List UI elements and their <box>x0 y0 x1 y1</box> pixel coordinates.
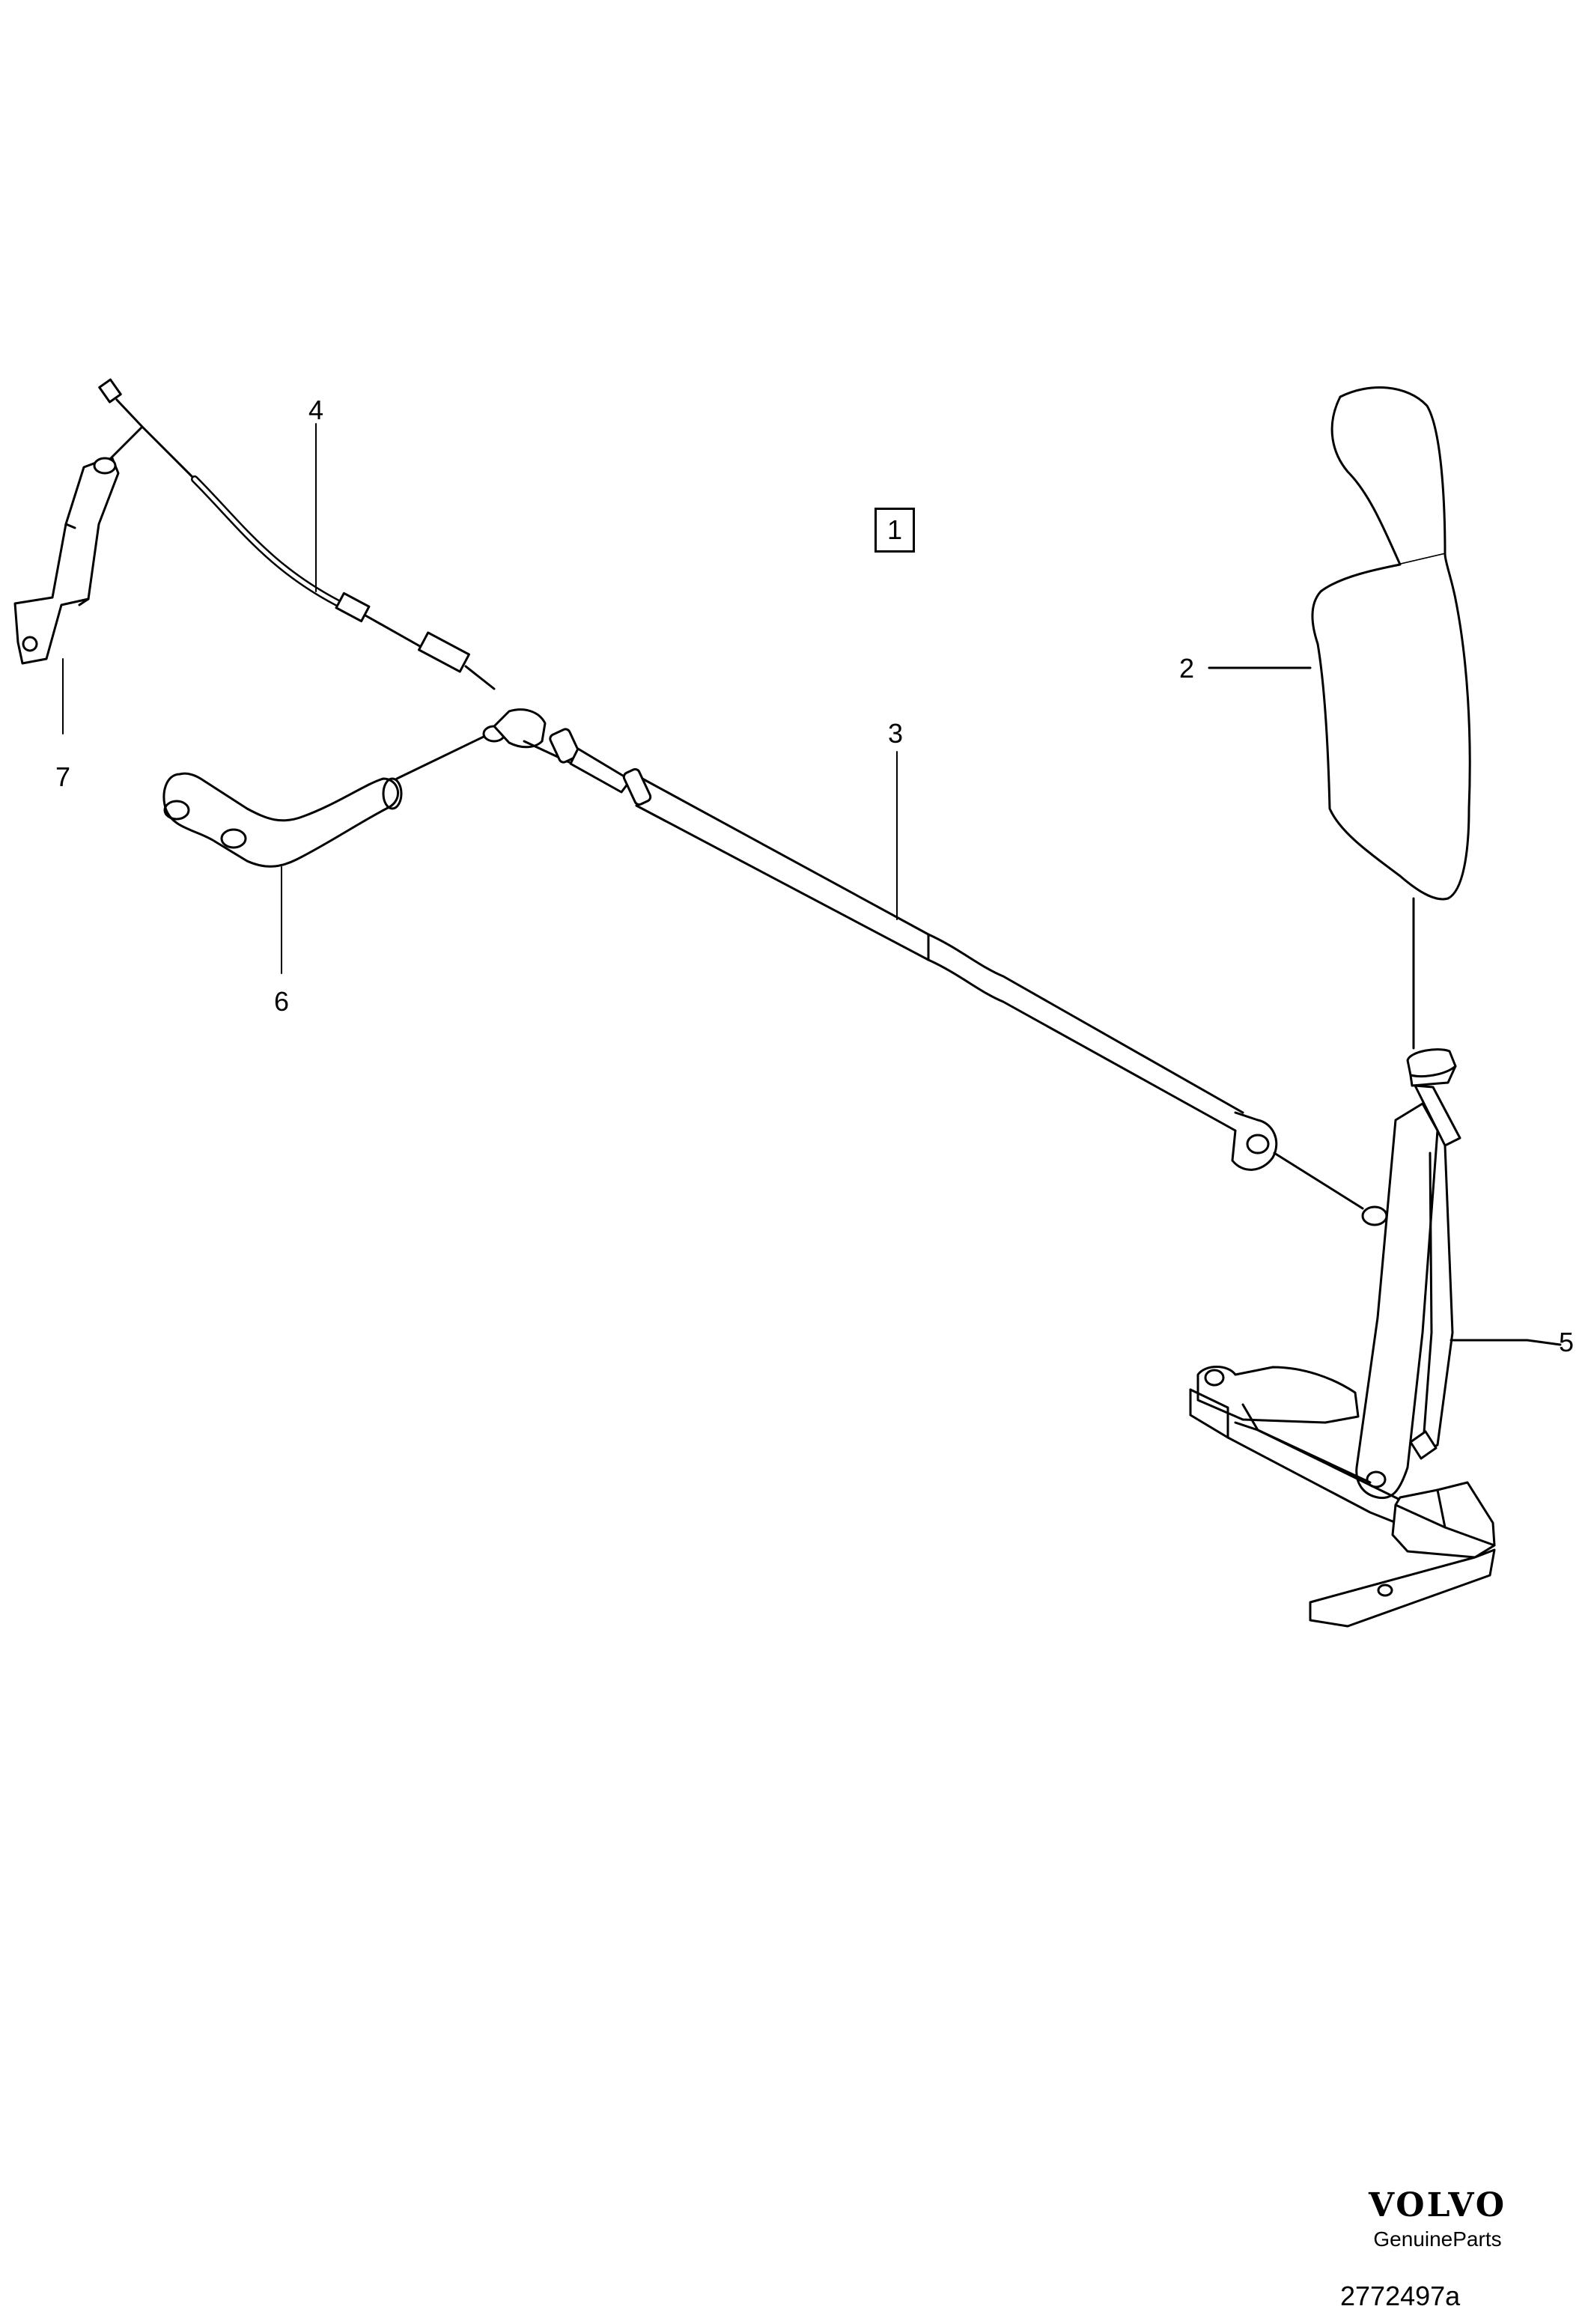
callout-6: 6 <box>274 986 290 1017</box>
part-5-shifter <box>1189 1048 1562 1628</box>
callout-4: 4 <box>308 395 324 425</box>
part-2-knob <box>1208 386 1471 1050</box>
callout-7: 7 <box>55 761 71 792</box>
part-3-rod <box>482 708 1364 1210</box>
callout-2: 2 <box>1179 653 1195 684</box>
callout-5: 5 <box>1559 1327 1575 1357</box>
brand-subtitle: GenuineParts <box>1373 2227 1502 2251</box>
brand-name: VOLVO <box>1368 2186 1507 2224</box>
part-6-lever <box>162 734 488 868</box>
callout-3: 3 <box>888 718 904 749</box>
leader-lines <box>62 423 898 974</box>
part-4-cable <box>98 378 496 690</box>
part-7-bracket <box>13 457 120 665</box>
drawing-number: 2772497a <box>1340 2281 1461 2311</box>
group-number-box: 1 <box>874 508 915 553</box>
brand-logo: VOLVO GenuineParts <box>1325 2186 1550 2251</box>
